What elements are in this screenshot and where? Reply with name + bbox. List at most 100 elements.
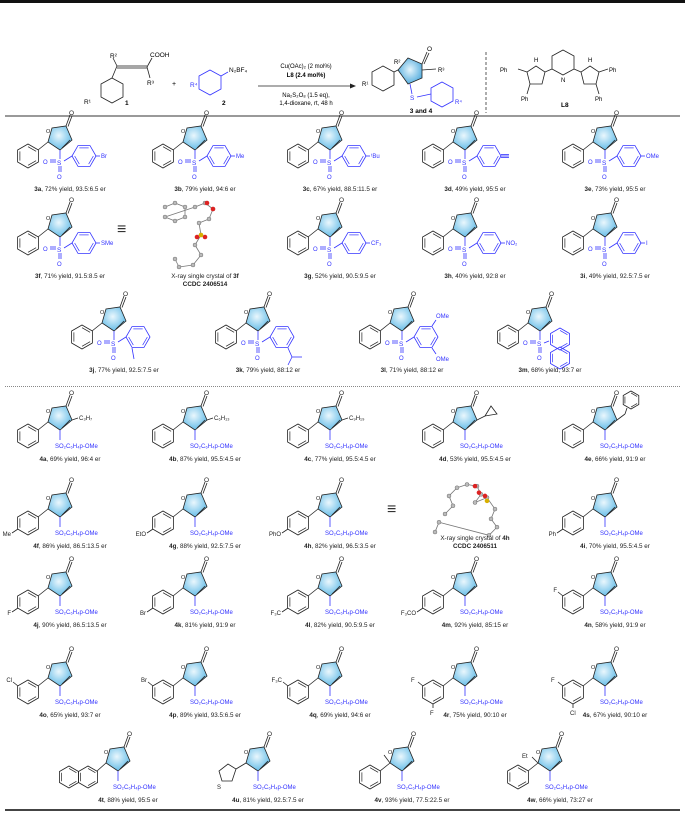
benzyl-ring bbox=[622, 390, 640, 410]
atom bbox=[192, 204, 198, 210]
bond bbox=[164, 206, 196, 218]
compound-id: 3a bbox=[34, 186, 42, 193]
bond bbox=[200, 560, 206, 573]
atom bbox=[472, 500, 478, 505]
bond bbox=[466, 226, 476, 236]
aryl-substituent: Ph bbox=[549, 532, 556, 538]
atom bbox=[488, 516, 494, 522]
sulfonyl-oxygen: O bbox=[111, 356, 116, 362]
product-r1: R¹ bbox=[362, 82, 368, 88]
bond bbox=[610, 201, 616, 214]
compound-caption: 4h, 82% yield, 96.5:3.5 er bbox=[250, 543, 430, 550]
bond bbox=[67, 651, 73, 663]
bond bbox=[606, 675, 616, 685]
bond bbox=[606, 226, 616, 236]
compound-caption: 4j, 90% yield, 86.5:13.5 er bbox=[0, 622, 160, 629]
ligand-ph-3: Ph bbox=[609, 68, 616, 74]
carbonyl-oxygen: O bbox=[204, 477, 209, 484]
oxygen-atom bbox=[472, 483, 478, 489]
yield-er: , 93% yield, 77.5:22.5 er bbox=[381, 797, 450, 804]
compound-id: 4g bbox=[169, 543, 177, 550]
bond bbox=[476, 415, 486, 421]
yield-er: , 81% yield, 91:9 er bbox=[181, 622, 236, 629]
compound-caption: 4t, 88% yield, 95:5 er bbox=[38, 797, 218, 804]
ring-oxygen: O bbox=[181, 575, 186, 581]
bond bbox=[61, 419, 71, 429]
bond bbox=[541, 320, 551, 330]
carbonyl-oxygen: O bbox=[614, 646, 619, 653]
phenyl-ring bbox=[359, 324, 381, 350]
bond bbox=[624, 407, 628, 415]
bond bbox=[337, 202, 343, 214]
bond bbox=[11, 528, 19, 534]
yield-er: , 69% yield, 94:6 er bbox=[316, 712, 371, 719]
yield-er: , 82% yield, 90.5:9.5 er bbox=[310, 622, 375, 629]
bond bbox=[442, 587, 454, 597]
ring-oxygen: O bbox=[591, 575, 596, 581]
compound-caption: 4w, 66% yield, 73:27 er bbox=[470, 797, 650, 804]
bond bbox=[582, 421, 594, 431]
carbonyl-oxygen: O bbox=[204, 646, 209, 653]
bond bbox=[235, 762, 247, 770]
atom bbox=[192, 242, 198, 248]
aryl-substituent: F₃CO bbox=[401, 611, 416, 617]
sulfonyl-oxygen: O bbox=[327, 262, 332, 268]
compound-caption: 3b, 79% yield, 94:6 er bbox=[115, 186, 295, 193]
sulfonyl-aryl-label: SO₂C₆H₄p-OMe bbox=[545, 785, 589, 791]
sulfonyl-oxygen: O bbox=[57, 175, 62, 181]
substituent-label: NO₂ bbox=[506, 241, 518, 247]
compound-caption: 4u, 81% yield, 92.5:7.5 er bbox=[178, 797, 358, 804]
carbonyl-oxygen: O bbox=[339, 390, 344, 397]
phenyl-ring bbox=[562, 230, 584, 256]
bond bbox=[335, 650, 341, 663]
bond bbox=[125, 736, 131, 748]
compound-caption: 4o, 65% yield, 93:7 er bbox=[0, 712, 160, 719]
reaction-scheme: R² COOH R³ R¹ 1 + R⁴ N₂BF₄ 2 Cu(OAc)₂ (2… bbox=[84, 46, 616, 115]
aryl-ring bbox=[152, 510, 174, 536]
butenolide-ring bbox=[182, 394, 208, 431]
aryl-ring bbox=[287, 589, 309, 615]
aryl-ring bbox=[422, 679, 444, 705]
carbonyl-oxygen: O bbox=[204, 390, 209, 397]
bond bbox=[63, 155, 73, 162]
sulfonyl-aryl-label: SO₂C₆H₄p-OMe bbox=[253, 785, 297, 791]
atom bbox=[442, 511, 448, 517]
butenolide-ring bbox=[389, 295, 415, 332]
sulfonyl-aryl-label: SO₂C₆H₄p-OMe bbox=[190, 610, 234, 616]
carbonyl-oxygen: O bbox=[411, 291, 416, 298]
butenolide-ring bbox=[182, 560, 208, 597]
carbonyl-oxygen: O bbox=[127, 731, 132, 738]
bond bbox=[200, 481, 206, 494]
substituent-label: Me bbox=[236, 154, 245, 160]
bond bbox=[612, 115, 618, 127]
bond bbox=[383, 754, 391, 764]
bond bbox=[200, 114, 206, 127]
compound-id: 3h bbox=[444, 273, 452, 280]
bond bbox=[610, 650, 616, 663]
butenolide-ring bbox=[101, 295, 127, 332]
bond bbox=[65, 650, 71, 663]
butenolide-ring bbox=[182, 114, 208, 151]
yield-er: , 77% yield, 95.5:4.5 er bbox=[311, 456, 376, 463]
bond bbox=[63, 242, 73, 249]
sulfonyl-oxygen: O bbox=[399, 356, 404, 362]
carbonyl-oxygen: O bbox=[204, 556, 209, 563]
carbonyl-oxygen: O bbox=[339, 646, 344, 653]
butenolide-ring bbox=[47, 201, 73, 238]
bond bbox=[307, 677, 319, 687]
compound-caption: 4e, 66% yield, 91:9 er bbox=[525, 456, 685, 463]
ring-oxygen: O bbox=[316, 575, 321, 581]
bottom-border bbox=[5, 809, 680, 811]
carbonyl-oxygen: O bbox=[474, 556, 479, 563]
carbonyl-oxygen: O bbox=[339, 110, 344, 117]
aryl-substituent: Br bbox=[141, 678, 147, 684]
carbonyl-oxygen: O bbox=[559, 731, 564, 738]
aryl-ring bbox=[287, 679, 309, 705]
sulfonyl-aryl-label: SO₂C₆H₄p-OMe bbox=[325, 700, 369, 706]
